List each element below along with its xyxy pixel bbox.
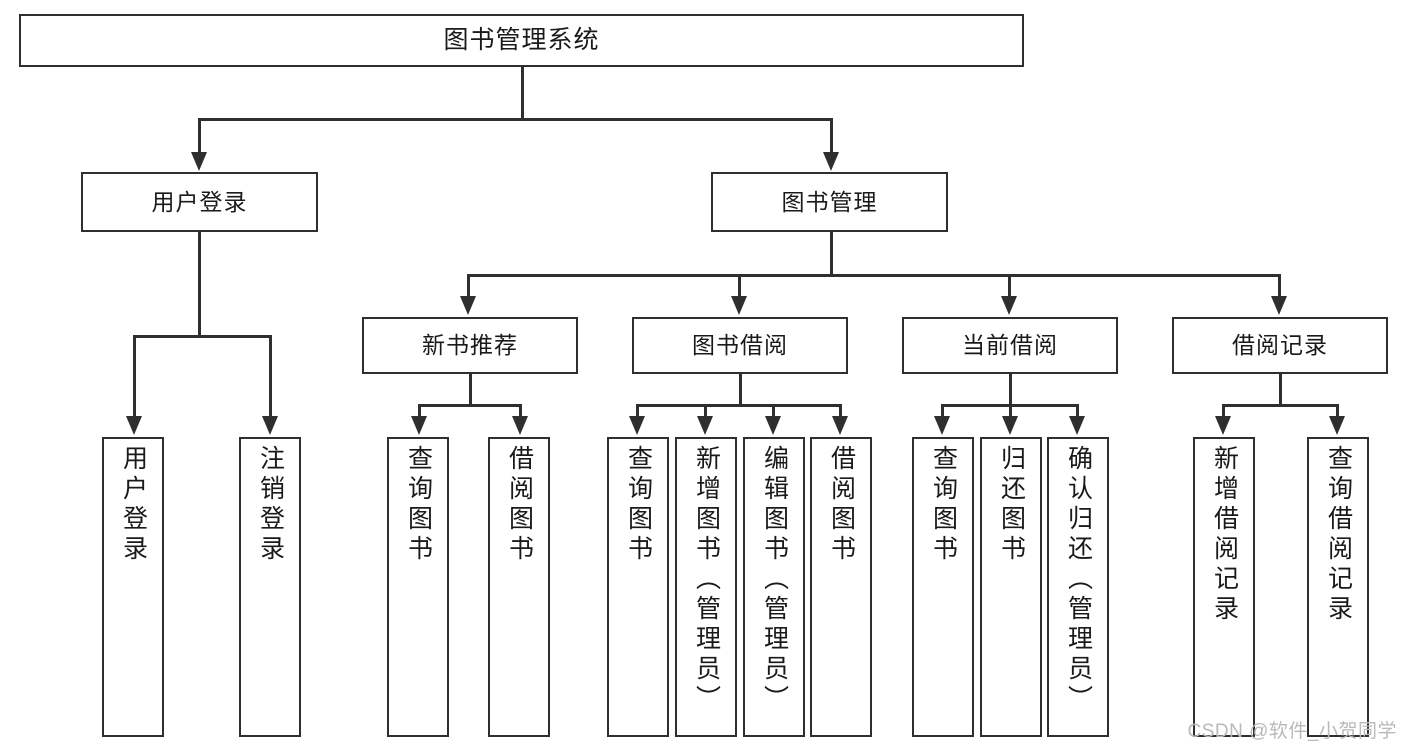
- node-leaf-edit-book[interactable]: 编辑图书（管理员）: [743, 437, 805, 737]
- arrowhead-leaf-add-record: [1215, 416, 1231, 435]
- node-book-management-label: 图书管理: [781, 188, 878, 215]
- connector-book-management-stem: [830, 232, 833, 276]
- connector-root-to-user-login: [198, 118, 201, 154]
- node-leaf-borrow-book-2-label: 借阅图书: [827, 445, 856, 565]
- arrowhead-leaf-user-login: [126, 416, 142, 435]
- csdn-watermark: CSDN @软件_小贺同学: [1187, 721, 1397, 742]
- arrowhead-book-management: [823, 152, 839, 171]
- connector-root-bus: [198, 118, 832, 121]
- arrowhead-leaf-edit-book: [765, 416, 781, 435]
- node-leaf-add-record[interactable]: 新增借阅记录: [1193, 437, 1255, 737]
- arrowhead-user-login: [191, 152, 207, 171]
- node-current-borrow[interactable]: 当前借阅: [902, 317, 1118, 374]
- connector-user-login-stem: [198, 232, 201, 336]
- node-leaf-logout-label: 注销登录: [256, 445, 285, 565]
- connector-root-to-book-management: [830, 118, 833, 154]
- connector-bm-branch-2: [738, 274, 741, 298]
- node-book-management[interactable]: 图书管理: [711, 172, 948, 232]
- connector-br-branch-1: [1222, 404, 1225, 418]
- arrowhead-leaf-add-book: [697, 416, 713, 435]
- node-leaf-query-book-1-label: 查询图书: [404, 445, 433, 565]
- node-root[interactable]: 图书管理系统: [19, 14, 1024, 67]
- arrowhead-current-borrow: [1001, 296, 1017, 315]
- connector-bb-branch-4: [839, 404, 842, 418]
- node-user-login-label: 用户登录: [151, 188, 248, 215]
- connector-bb-stem: [739, 374, 742, 406]
- node-leaf-query-book-3-label: 查询图书: [929, 445, 958, 565]
- node-leaf-add-book[interactable]: 新增图书（管理员）: [675, 437, 737, 737]
- connector-book-management-bus: [467, 274, 1281, 277]
- node-leaf-confirm-return[interactable]: 确认归还（管理员）: [1047, 437, 1109, 737]
- arrowhead-leaf-borrow-book-1: [512, 416, 528, 435]
- arrowhead-new-book-recommend: [460, 296, 476, 315]
- node-root-label: 图书管理系统: [443, 26, 600, 55]
- arrowhead-leaf-query-book-3: [934, 416, 950, 435]
- node-book-borrow[interactable]: 图书借阅: [632, 317, 848, 374]
- node-leaf-edit-book-label: 编辑图书（管理员）: [760, 445, 789, 715]
- node-leaf-query-book-3[interactable]: 查询图书: [912, 437, 974, 737]
- connector-cb-stem: [1009, 374, 1012, 406]
- node-leaf-borrow-book-2[interactable]: 借阅图书: [810, 437, 872, 737]
- connector-cb-branch-2: [1009, 404, 1012, 418]
- node-leaf-query-book-1[interactable]: 查询图书: [387, 437, 449, 737]
- node-current-borrow-label: 当前借阅: [962, 332, 1058, 359]
- connector-nbr-branch-1: [418, 404, 421, 418]
- node-leaf-borrow-book-1[interactable]: 借阅图书: [488, 437, 550, 737]
- node-book-borrow-label: 图书借阅: [692, 332, 788, 359]
- node-user-login[interactable]: 用户登录: [81, 172, 318, 232]
- node-borrow-record-label: 借阅记录: [1232, 332, 1328, 359]
- connector-bb-branch-2: [704, 404, 707, 418]
- connector-br-branch-2: [1336, 404, 1339, 418]
- arrowhead-leaf-borrow-book-2: [832, 416, 848, 435]
- connector-root-stem: [521, 67, 524, 119]
- node-leaf-query-record-label: 查询借阅记录: [1324, 445, 1353, 625]
- arrowhead-leaf-confirm-return: [1069, 416, 1085, 435]
- connector-br-stem: [1279, 374, 1282, 406]
- node-leaf-logout[interactable]: 注销登录: [239, 437, 301, 737]
- connector-cb-branch-1: [941, 404, 944, 418]
- connector-bb-branch-3: [772, 404, 775, 418]
- node-leaf-add-record-label: 新增借阅记录: [1210, 445, 1239, 625]
- arrowhead-leaf-query-book-2: [629, 416, 645, 435]
- arrowhead-leaf-query-record: [1329, 416, 1345, 435]
- connector-user-login-bus: [133, 335, 271, 338]
- connector-br-bus: [1222, 404, 1338, 407]
- node-new-book-recommend-label: 新书推荐: [422, 332, 518, 359]
- connector-bm-branch-3: [1008, 274, 1011, 298]
- node-leaf-query-book-2[interactable]: 查询图书: [607, 437, 669, 737]
- connector-bm-branch-1: [467, 274, 470, 298]
- arrowhead-leaf-return-book: [1002, 416, 1018, 435]
- arrowhead-leaf-logout: [262, 416, 278, 435]
- connector-nbr-stem: [469, 374, 472, 406]
- node-borrow-record[interactable]: 借阅记录: [1172, 317, 1388, 374]
- node-leaf-user-login-label: 用户登录: [119, 445, 148, 565]
- arrowhead-leaf-query-book-1: [411, 416, 427, 435]
- node-new-book-recommend[interactable]: 新书推荐: [362, 317, 578, 374]
- connector-nbr-bus: [418, 404, 521, 407]
- connector-user-login-branch-2: [269, 335, 272, 418]
- connector-bb-branch-1: [636, 404, 639, 418]
- node-leaf-add-book-label: 新增图书（管理员）: [692, 445, 721, 715]
- node-leaf-confirm-return-label: 确认归还（管理员）: [1064, 445, 1093, 715]
- connector-user-login-branch-1: [133, 335, 136, 418]
- node-leaf-query-book-2-label: 查询图书: [624, 445, 653, 565]
- connector-nbr-branch-2: [519, 404, 522, 418]
- connector-bb-bus: [636, 404, 841, 407]
- node-leaf-user-login[interactable]: 用户登录: [102, 437, 164, 737]
- connector-bm-branch-4: [1278, 274, 1281, 298]
- node-leaf-borrow-book-1-label: 借阅图书: [505, 445, 534, 565]
- arrowhead-borrow-record: [1271, 296, 1287, 315]
- node-leaf-return-book-label: 归还图书: [997, 445, 1026, 565]
- connector-cb-branch-3: [1076, 404, 1079, 418]
- node-leaf-query-record[interactable]: 查询借阅记录: [1307, 437, 1369, 737]
- arrowhead-book-borrow: [731, 296, 747, 315]
- node-leaf-return-book[interactable]: 归还图书: [980, 437, 1042, 737]
